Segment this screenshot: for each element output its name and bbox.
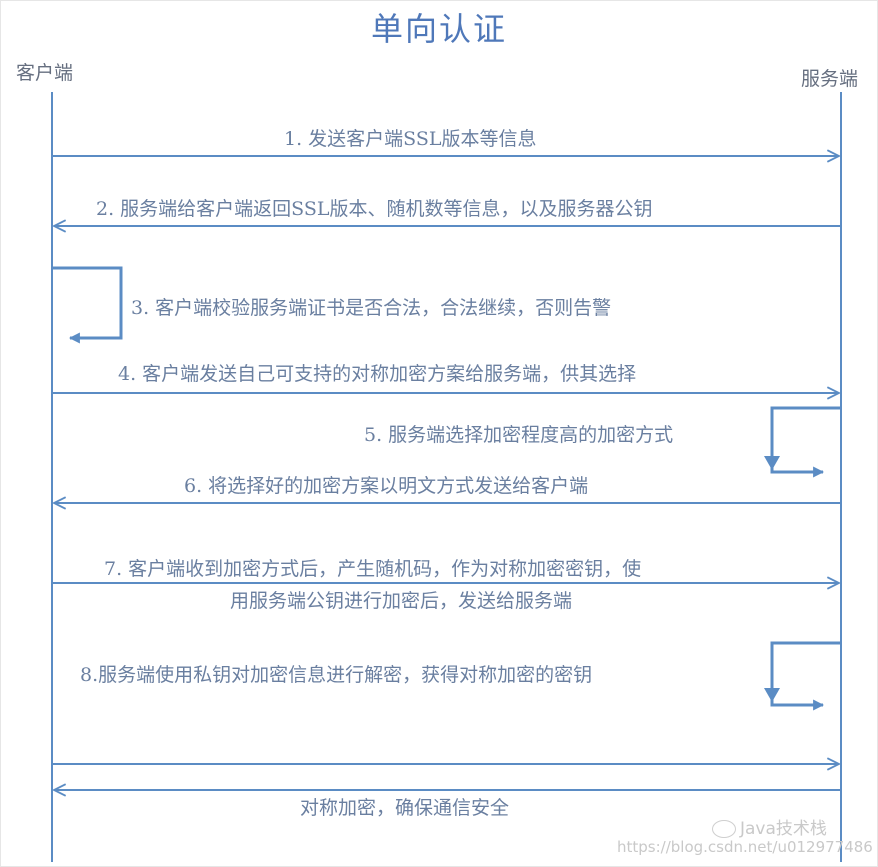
step-4-label: 4. 客户端发送自己可支持的对称加密方案给服务端，供其选择 [118,363,637,385]
diagram-title: 单向认证 [370,10,507,48]
step-5-label: 5. 服务端选择加密程度高的加密方式 [364,424,674,446]
step-5-self-arrow [770,406,841,478]
step-3-label: 3. 客户端校验服务端证书是否合法，合法继续，否则告警 [131,297,612,319]
step-6-label: 6. 将选择好的加密方案以明文方式发送给客户端 [184,475,589,497]
step-8-label: 8.服务端使用私钥对加密信息进行解密，获得对称加密的密钥 [80,664,593,686]
step-7-label-line1: 7. 客户端收到加密方式后，产生随机码，作为对称加密密钥，使 [104,558,642,580]
step-8-self-arrow [770,641,841,711]
step-1-label: 1. 发送客户端SSL版本等信息 [284,128,537,150]
step-3-self-arrow [52,266,123,344]
client-actor-label: 客户端 [16,62,74,84]
server-actor-label: 服务端 [801,68,859,90]
watermark-url: https://blog.csdn.net/u012977486 [617,838,873,856]
watermark-brand: Java技术栈 [712,814,827,839]
watermark-brand-text: Java技术栈 [740,819,827,839]
step-2-label: 2. 服务端给客户端返回SSL版本、随机数等信息，以及服务器公钥 [96,198,653,220]
step-5-down-arrowhead [764,456,780,470]
step-8-down-arrowhead [764,688,780,702]
step-9-label: 对称加密，确保通信安全 [300,797,510,819]
wechat-icon [712,820,736,838]
step-7-label-line2: 用服务端公钥进行加密后，发送给服务端 [230,590,573,612]
